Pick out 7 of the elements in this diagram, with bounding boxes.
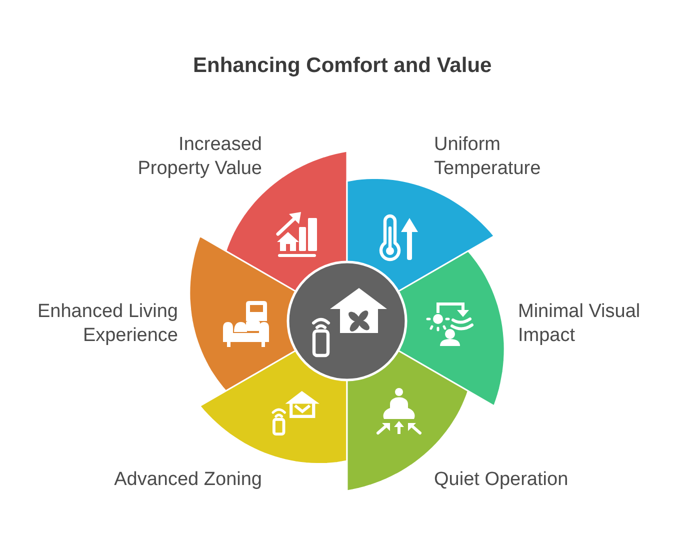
segment-label: Minimal Visual Impact — [518, 300, 642, 348]
segment-label: Uniform Temperature — [434, 133, 542, 181]
segment-label: Quiet Operation — [434, 468, 570, 492]
segment-label: Increased Property Value — [136, 133, 262, 181]
segment-label: Advanced Zoning — [113, 468, 262, 492]
segment-label: Enhanced Living Experience — [36, 300, 178, 348]
title: Enhancing Comfort and Value — [193, 53, 492, 79]
